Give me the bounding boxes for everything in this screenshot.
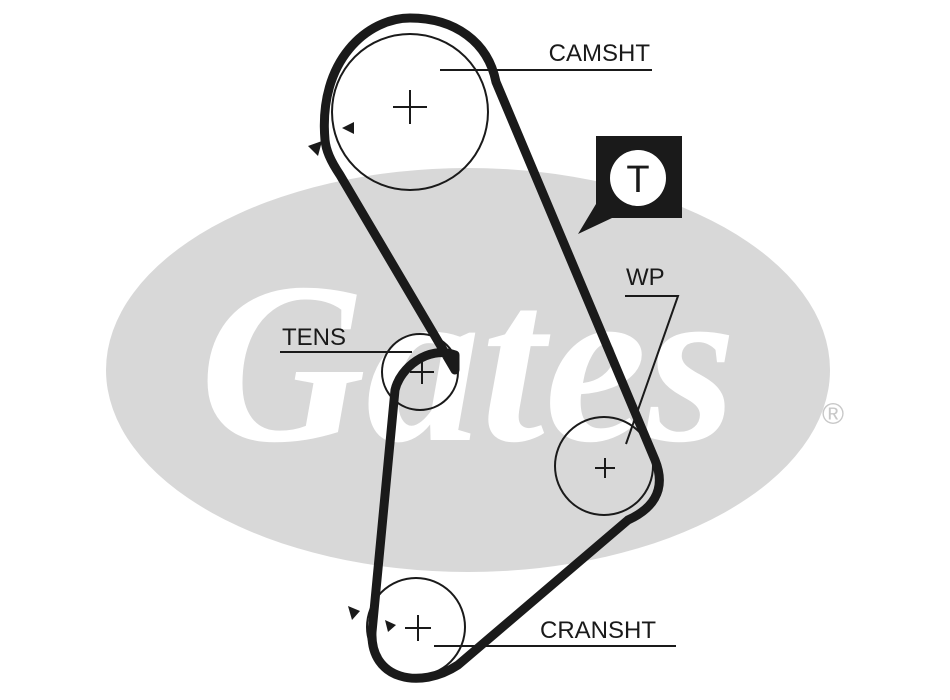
crankshaft-center-cross [405, 615, 431, 641]
crankshaft-timing-mark-outer [348, 606, 360, 620]
camshaft-label: CAMSHT [549, 40, 651, 67]
tensioner-center-cross [410, 360, 434, 384]
pulley-centers [393, 90, 615, 641]
water-pump-label: WP [626, 264, 665, 291]
crankshaft-timing-mark-inner [385, 620, 396, 632]
timing-marks [308, 122, 396, 632]
camshaft-timing-mark-inner [342, 122, 354, 134]
timing-badge-circle [610, 150, 666, 206]
water-pump-center-cross [595, 458, 615, 478]
timing-badge: T [578, 136, 682, 234]
camshaft-center-cross [393, 90, 427, 124]
camshaft-pulley [331, 33, 489, 191]
water-pump-leader [625, 295, 680, 445]
tensioner-label: TENS [282, 324, 346, 351]
crankshaft-label: CRANSHT [540, 617, 656, 644]
logo-ellipse [106, 168, 830, 572]
timing-badge-letter: T [626, 159, 649, 201]
registered-mark: ® [822, 398, 844, 431]
leader-lines [280, 69, 680, 647]
timing-belt [319, 13, 664, 683]
brand-watermark: Gates ® [106, 168, 844, 572]
camshaft-timing-mark-outer [308, 141, 322, 156]
